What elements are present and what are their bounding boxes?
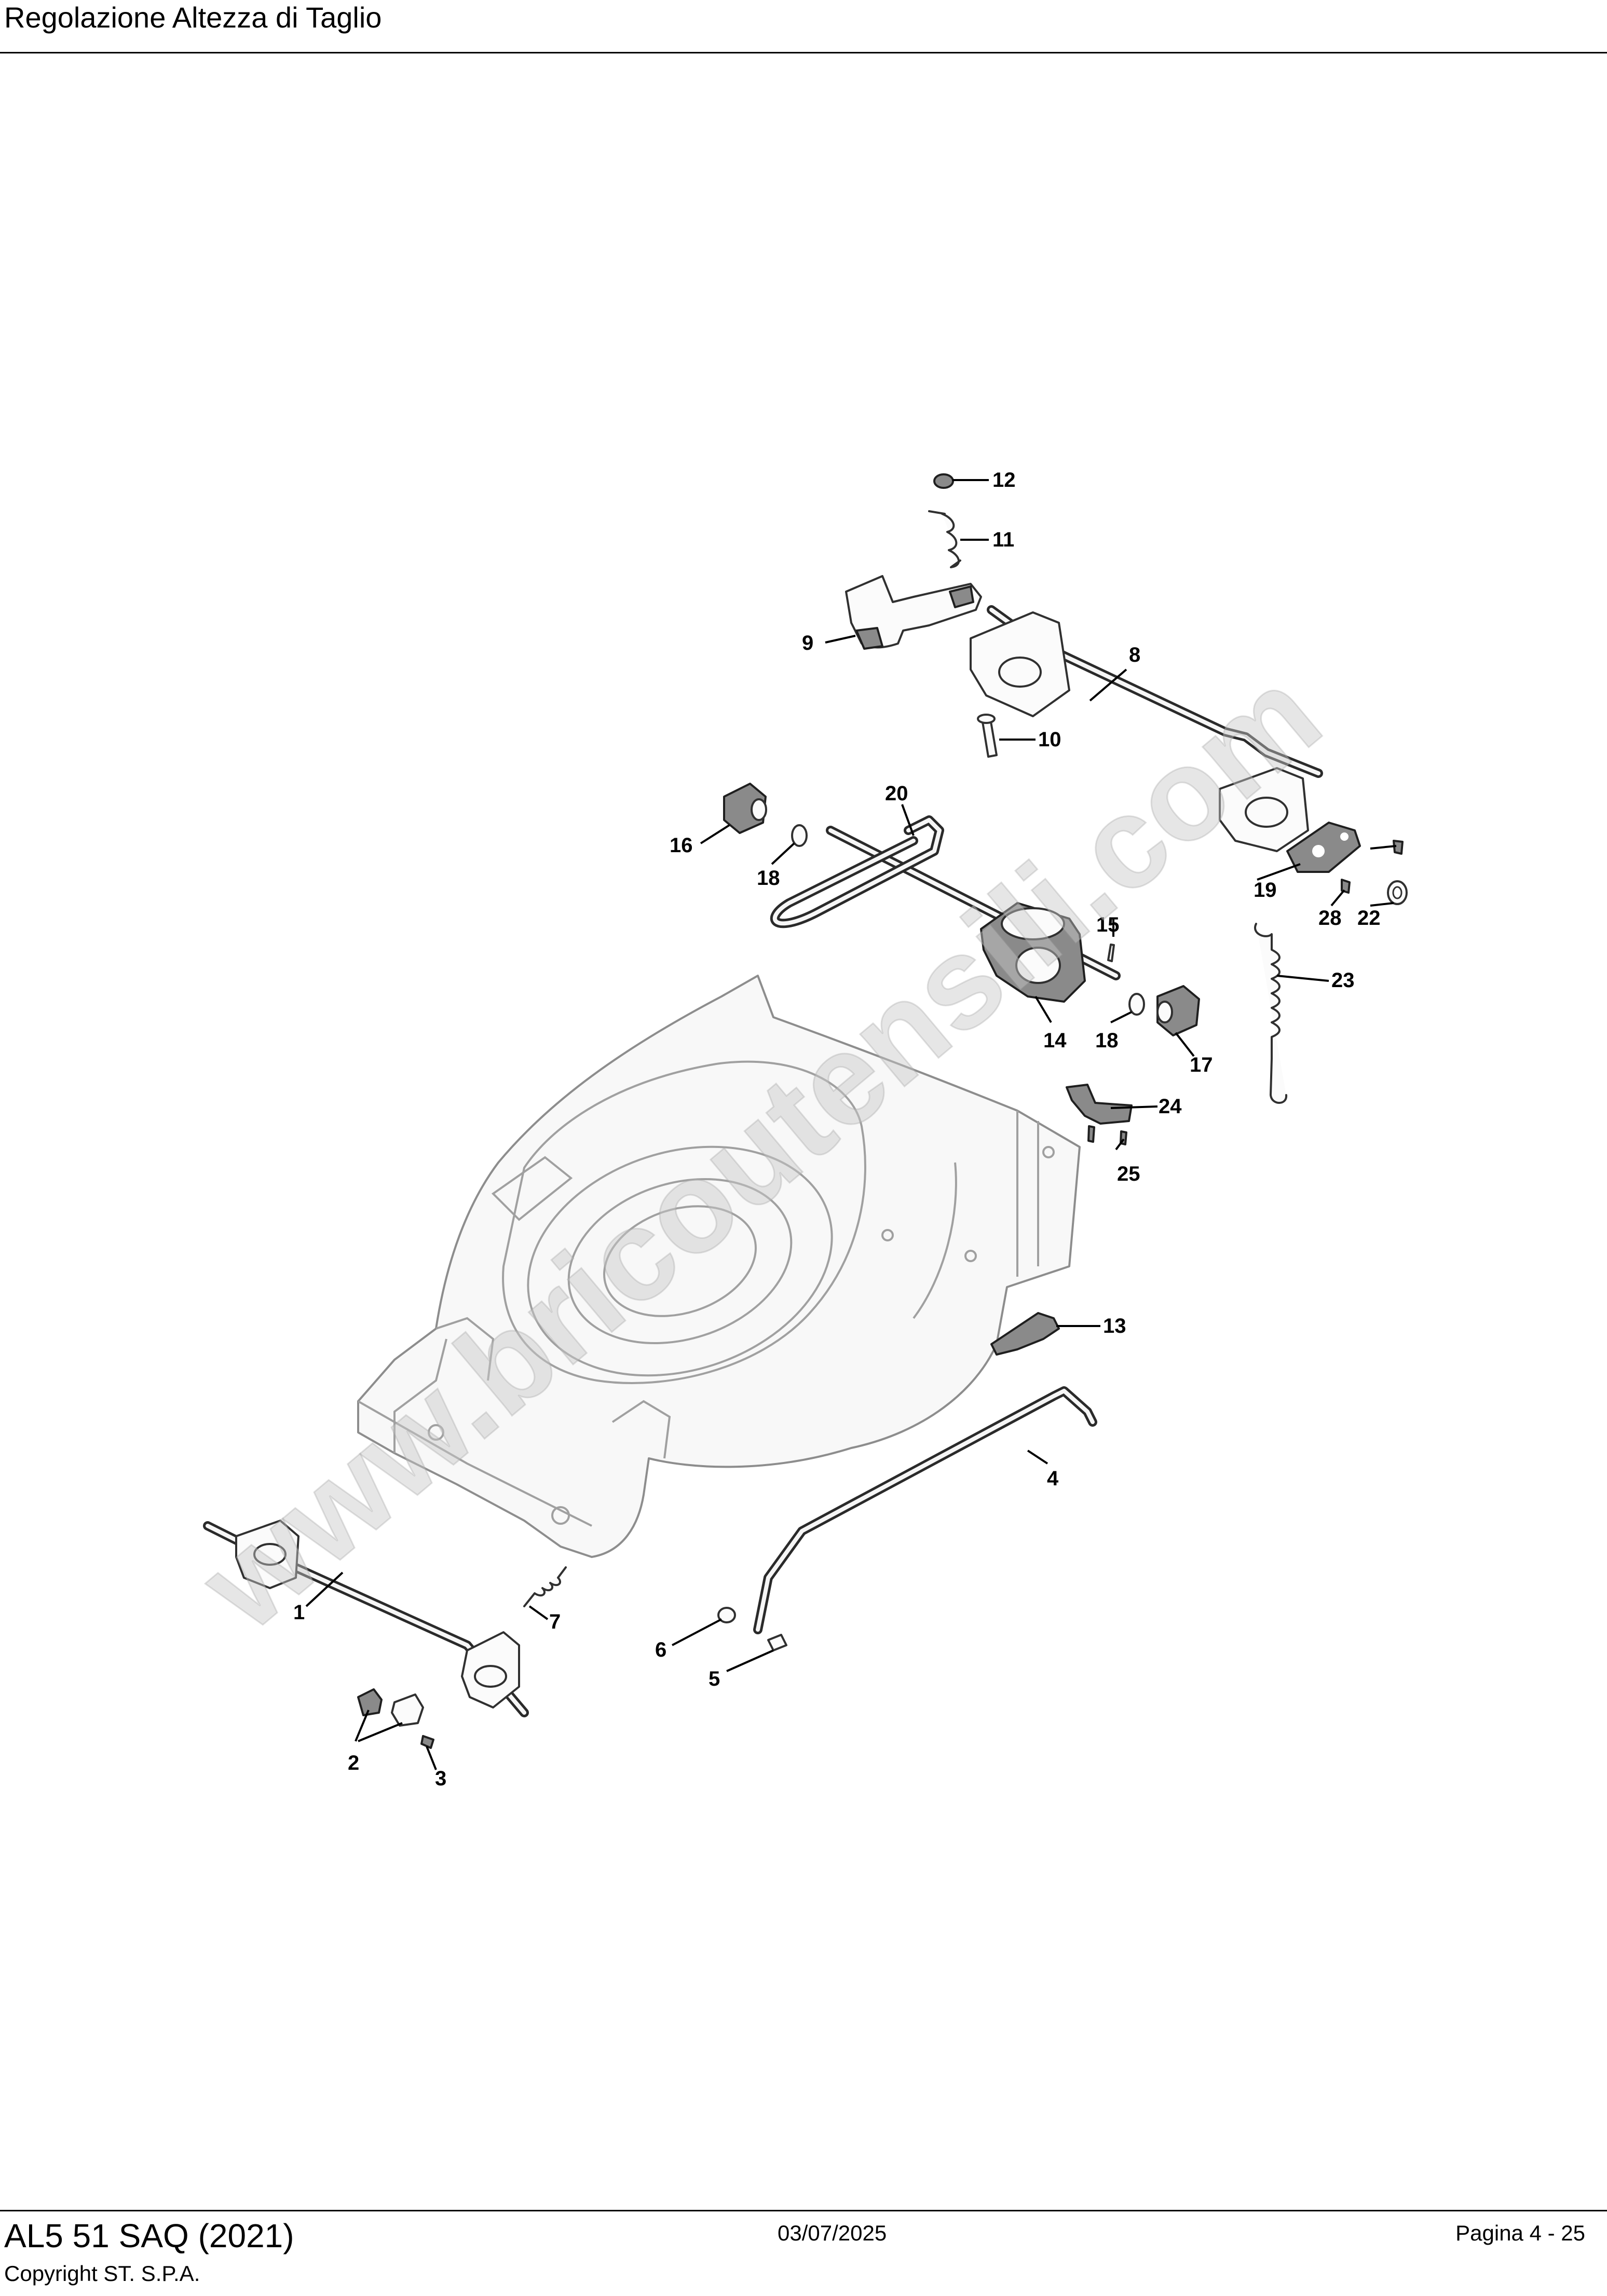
part-28-screw xyxy=(1341,879,1351,894)
callout-12: 12 xyxy=(992,469,1016,491)
part-6-nut xyxy=(717,1607,736,1623)
header-divider xyxy=(0,52,1607,53)
part-16-gear xyxy=(723,783,767,834)
copyright-text: Copyright ST. S.P.A. xyxy=(4,2261,200,2286)
callout-18-left: 18 xyxy=(757,867,780,890)
callout-11: 11 xyxy=(992,528,1014,551)
callout-28: 28 xyxy=(1318,907,1342,930)
part-15-key xyxy=(1107,944,1115,962)
part-13-clip xyxy=(990,1312,1060,1356)
part-9-lever xyxy=(845,575,982,650)
callout-14: 14 xyxy=(1043,1029,1067,1052)
part-7-spring xyxy=(523,1566,567,1607)
callout-15: 15 xyxy=(1096,913,1120,936)
callout-18-right: 18 xyxy=(1095,1029,1119,1052)
part-3-screw xyxy=(420,1735,434,1749)
callout-3: 3 xyxy=(435,1767,446,1790)
part-17-gear xyxy=(1156,985,1200,1036)
part-11-spring xyxy=(928,510,961,568)
leader-lines xyxy=(305,479,1397,1770)
callout-17: 17 xyxy=(1190,1054,1213,1076)
print-date: 03/07/2025 xyxy=(778,2221,887,2245)
callout-2: 2 xyxy=(348,1752,359,1774)
part-screw-small xyxy=(1393,840,1404,855)
callout-8: 8 xyxy=(1129,644,1140,666)
callout-9: 9 xyxy=(802,632,813,654)
part-5-bolt xyxy=(767,1634,787,1651)
part-10-pin xyxy=(977,714,998,758)
part-20-washer xyxy=(1387,880,1408,905)
callout-1: 1 xyxy=(293,1601,305,1624)
callout-7: 7 xyxy=(549,1610,561,1633)
callout-16: 16 xyxy=(670,834,693,857)
mower-deck xyxy=(357,975,1081,1558)
part-24-bracket xyxy=(1066,1084,1133,1125)
callout-25: 25 xyxy=(1117,1163,1140,1185)
page-number: Pagina 4 - 25 xyxy=(1455,2221,1585,2245)
part-2-clips xyxy=(357,1688,424,1727)
callout-22: 20 xyxy=(885,782,908,805)
model-name: AL5 51 SAQ (2021) xyxy=(4,2217,294,2254)
part-14-gearbox xyxy=(980,902,1086,1003)
callout-6: 6 xyxy=(655,1638,666,1661)
callout-labels: 12 11 9 8 10 20 16 18 19 28 22 15 23 14 … xyxy=(293,469,1381,1790)
callout-23: 23 xyxy=(1331,969,1355,992)
callout-24: 24 xyxy=(1159,1095,1182,1118)
part-18-ring-right xyxy=(1128,993,1145,1016)
part-23-extension-spring xyxy=(1254,923,1288,1104)
callout-5: 5 xyxy=(709,1668,720,1690)
part-19-pivot-bracket xyxy=(1286,822,1361,873)
part-4-height-rod xyxy=(753,1386,1097,1634)
part-1-front-axle xyxy=(203,1520,529,1717)
callout-10: 10 xyxy=(1038,728,1061,751)
part-8-rear-axle-plates xyxy=(970,605,1323,852)
callout-4: 4 xyxy=(1047,1467,1059,1490)
callout-13: 13 xyxy=(1103,1315,1126,1337)
callout-20: 22 xyxy=(1357,907,1381,930)
callout-19: 19 xyxy=(1254,879,1277,901)
part-12-nut xyxy=(933,473,954,489)
footer-divider xyxy=(0,2210,1607,2211)
part-18-ring-left xyxy=(791,824,808,847)
page-title: Regolazione Altezza di Taglio xyxy=(4,1,382,34)
